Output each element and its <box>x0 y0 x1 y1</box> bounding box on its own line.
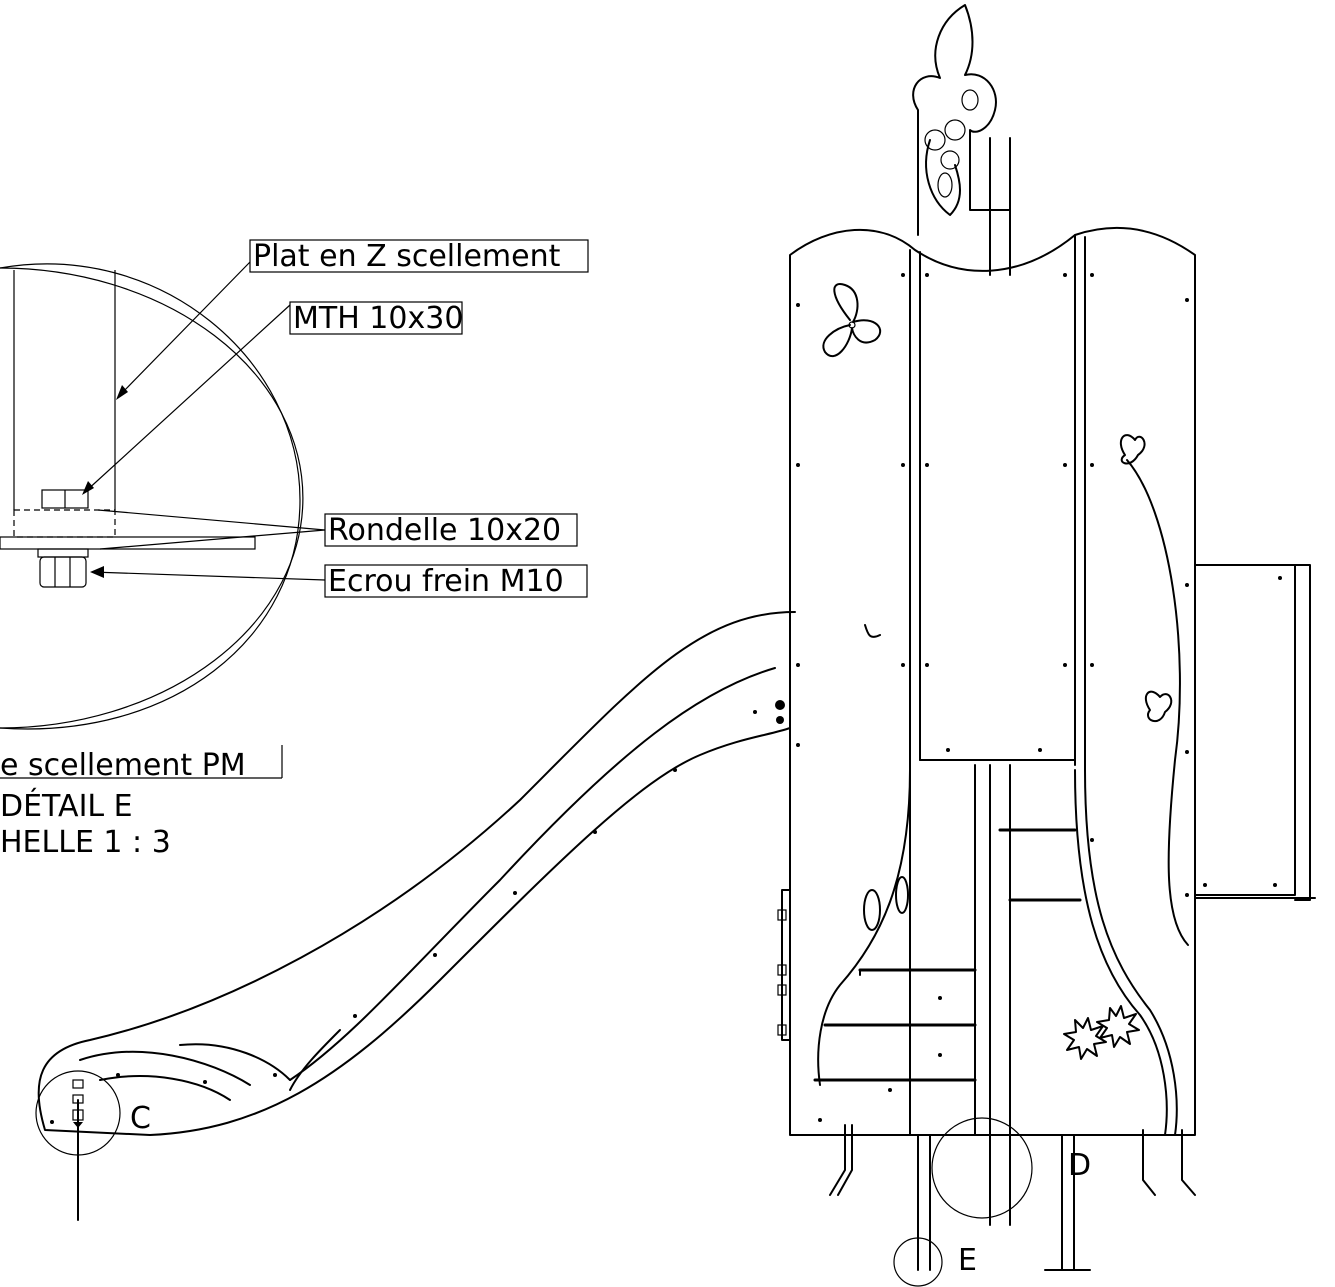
label-mth: MTH 10x30 <box>293 301 463 336</box>
panel-rivets <box>796 273 1282 1122</box>
callout-circle-e <box>893 1237 943 1287</box>
detail-title: DÉTAIL E <box>0 788 133 824</box>
callout-circle-d <box>931 1117 1033 1219</box>
callout-c: C <box>130 1101 151 1136</box>
detail-nut <box>39 556 87 588</box>
tower <box>775 4 1316 1271</box>
detail-base-plate <box>0 536 256 550</box>
label-rondelle: Rondelle 10x20 <box>328 513 561 548</box>
detail-circle-arc <box>0 263 301 730</box>
label-scellement-pm: e scellement PM <box>0 748 246 783</box>
callout-e: E <box>958 1243 977 1278</box>
detail-washer <box>37 548 89 558</box>
detail-leaders <box>82 261 326 581</box>
label-plat-z: Plat en Z scellement <box>253 239 561 274</box>
detail-plate <box>13 509 116 538</box>
slide <box>35 611 796 1221</box>
callout-d: D <box>1068 1148 1091 1183</box>
detail-circle <box>0 267 304 729</box>
label-ecrou: Ecrou frein M10 <box>328 564 564 599</box>
detail-e-view <box>0 263 304 730</box>
detail-scale: HELLE 1 : 3 <box>0 825 171 860</box>
